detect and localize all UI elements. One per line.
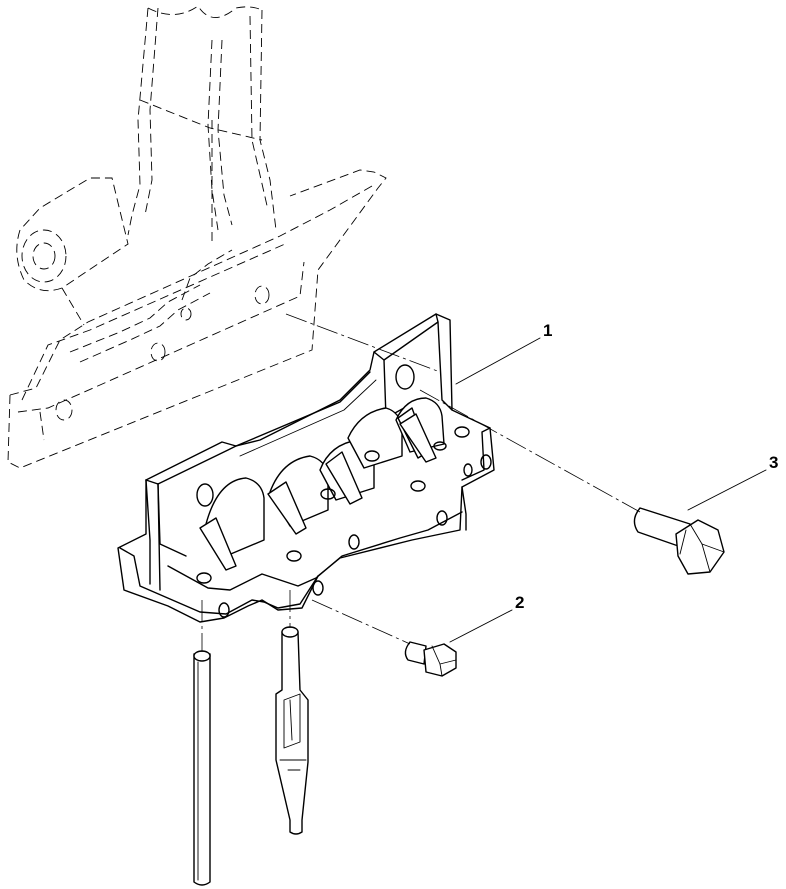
mounting-block <box>117 313 495 623</box>
callout-2: 2 <box>449 593 524 643</box>
pin-left <box>193 650 211 886</box>
callout-1: 1 <box>455 321 552 385</box>
callout-label-3: 3 <box>769 453 778 472</box>
callout-label-2: 2 <box>515 593 524 612</box>
pin-right <box>275 626 309 835</box>
callout-label-1: 1 <box>543 321 552 340</box>
hex-bolt <box>633 507 725 575</box>
cap-screw-small <box>404 641 457 677</box>
callout-3: 3 <box>687 453 778 511</box>
phantom-frame <box>7 5 387 469</box>
